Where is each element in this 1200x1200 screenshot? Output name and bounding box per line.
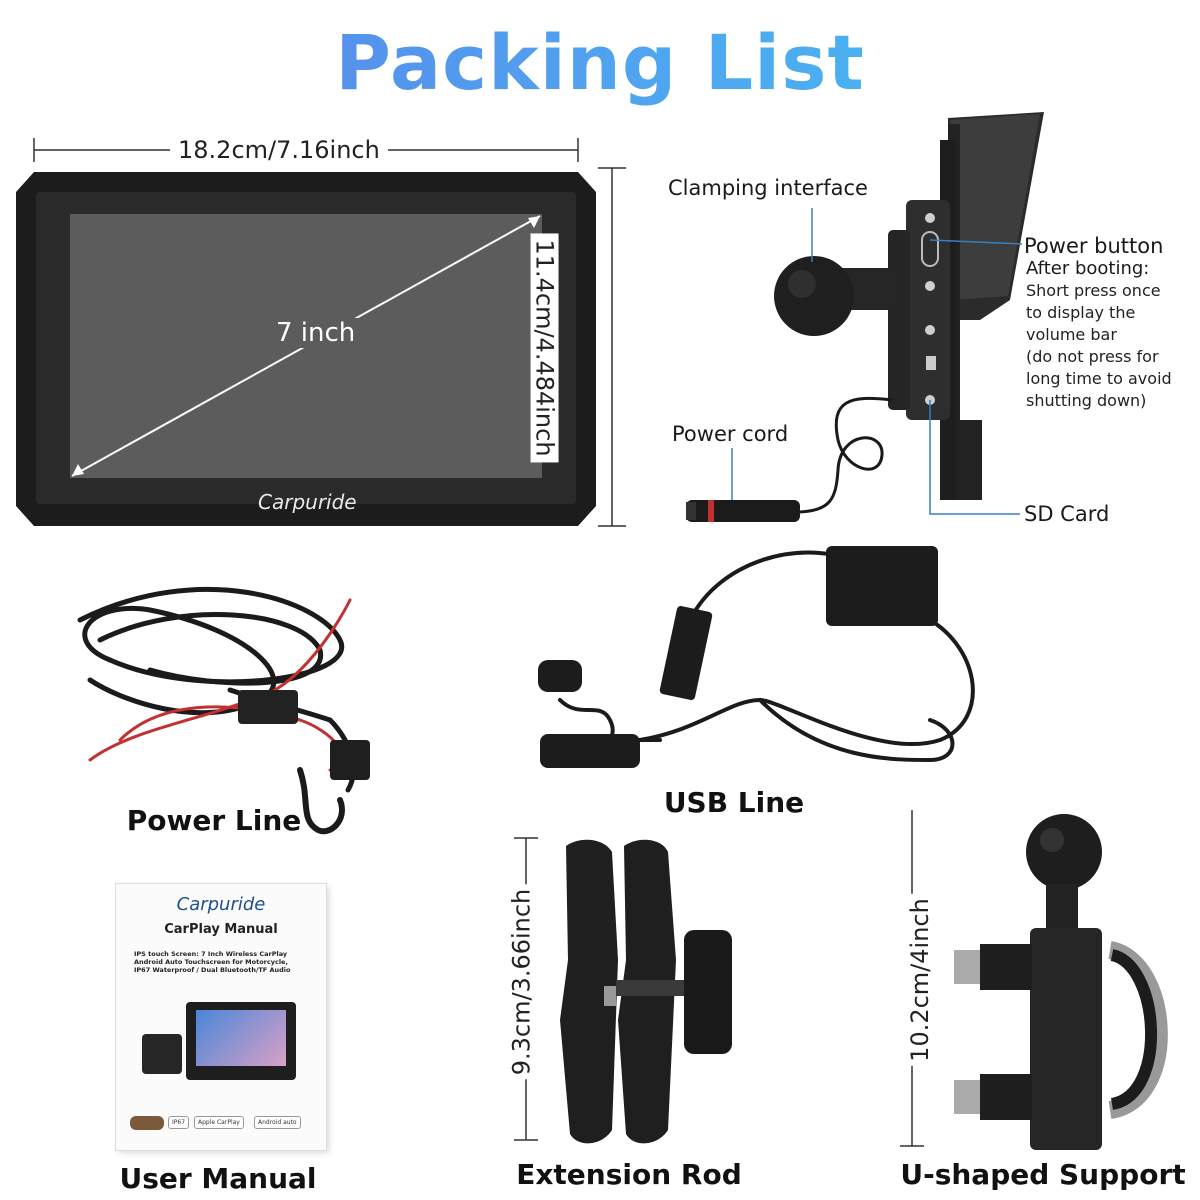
power-connector [330, 740, 370, 780]
manual-title: CarPlay Manual [164, 922, 278, 937]
extension-rod-dimension-label: 9.3cm/3.66inch [507, 884, 536, 1080]
note-line: long time to avoid [1026, 369, 1172, 388]
note-line: to display the [1026, 303, 1136, 322]
u-support-dimension-label: 10.2cm/4inch [905, 894, 934, 1066]
user-manual-caption: User Manual [119, 1162, 317, 1195]
note-line: volume bar [1026, 325, 1117, 344]
side-view-device [686, 112, 1044, 522]
note-line: shutting down) [1026, 391, 1147, 410]
manual-description-line: IP67 Waterproof / Dual Bluetooth/TF Audi… [134, 966, 291, 974]
usb-line-caption: USB Line [663, 786, 805, 819]
manual-mount-image [142, 1034, 182, 1074]
manual-description: IPS touch Screen: 7 Inch Wireless CarPla… [134, 950, 324, 974]
power-cord-label: Power cord [672, 422, 789, 446]
ip67-badge: IP67 [168, 1116, 190, 1129]
usb-converter-box [826, 546, 938, 626]
fuse-holder [238, 690, 298, 724]
manual-description-line: IPS touch Screen: 7 Inch Wireless CarPla… [134, 950, 288, 958]
android-auto-badge: Android auto [254, 1116, 301, 1129]
sd-card-label: SD Card [1024, 502, 1110, 526]
note-line: Short press once [1026, 281, 1161, 300]
power-line-caption: Power Line [126, 804, 302, 837]
power-button-note: Short press once to display the volume b… [1026, 280, 1172, 412]
manual-description-line: Android Auto Touchscreen for Motorcycle, [134, 958, 288, 966]
after-booting-label: After booting: [1026, 258, 1150, 279]
extension-rod-illustration [560, 839, 732, 1144]
apple-carplay-badge: Apple CarPlay [194, 1116, 244, 1129]
power-button-label: Power button [1024, 234, 1164, 258]
power-line-cable [77, 586, 356, 835]
screen-brand-logo: Carpuride [258, 490, 357, 514]
height-dimension-label: 11.4cm/4.484inch [530, 233, 559, 463]
height-dimension-line [598, 167, 626, 527]
manual-brand-logo: Carpuride [176, 894, 266, 915]
manual-device-image [186, 1002, 296, 1080]
usb-plug [659, 605, 713, 701]
note-line: (do not press for [1026, 347, 1159, 366]
u-support-caption: U-shaped Support [900, 1158, 1186, 1191]
page-title: Packing List [0, 18, 1200, 107]
width-dimension-label: 18.2cm/7.16inch [170, 136, 388, 164]
screen-device [16, 172, 596, 526]
diagonal-label: 7 inch [272, 318, 360, 348]
motorcycle-icon [130, 1116, 164, 1130]
user-manual-booklet: Carpuride CarPlay Manual IPS touch Scree… [116, 884, 326, 1150]
extension-rod-caption: Extension Rod [516, 1158, 742, 1191]
dc-connector [540, 734, 640, 768]
u-support-illustration [954, 814, 1168, 1150]
dust-cap [538, 660, 582, 692]
callout-lines [731, 208, 1023, 515]
clamping-interface-label: Clamping interface [668, 176, 868, 200]
